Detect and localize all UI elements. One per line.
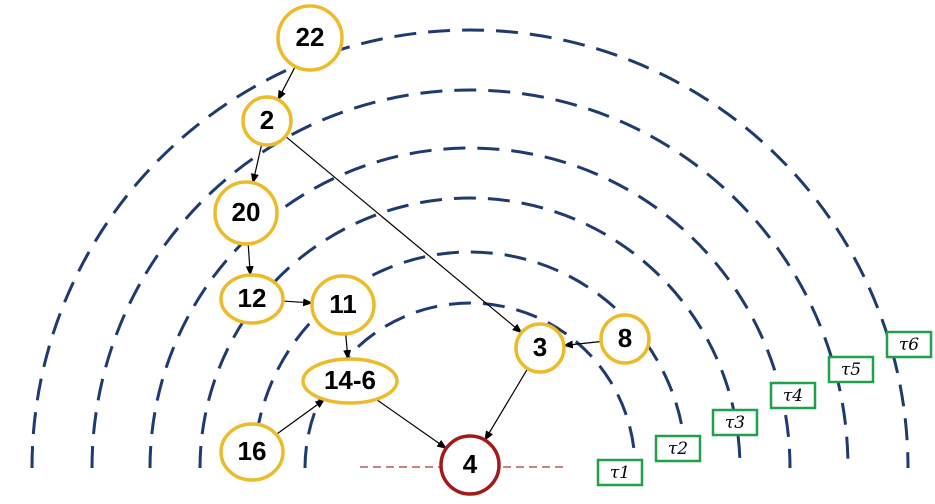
edge-n12-to-n11 [282,298,314,307]
node-shape-n2 [241,95,293,147]
node-shape-n3 [514,322,566,374]
level-text-tau3: τ3 [725,413,745,433]
edge-n16-to-n14-6 [275,398,326,435]
level-box-tau1 [596,458,644,487]
node-label-n14-6: 14-6 [324,365,376,395]
node-label-n22: 22 [296,22,325,52]
edge-n8-to-n3 [562,340,602,349]
node-label-n20: 20 [232,197,261,227]
level-text-tau1: τ1 [610,463,630,483]
level-text-tau2: τ2 [668,439,688,459]
level-arc-tau5 [90,88,850,469]
node-shape-n8 [599,313,651,365]
level-label-tau6: τ6 [885,330,933,359]
node-n3: 3 [514,322,566,374]
edge-n20-to-n12 [245,243,254,277]
level-label-tau5: τ5 [827,355,875,384]
edge-n22-to-n2 [277,66,296,101]
node-shape-n20 [213,180,279,246]
node-label-n3: 3 [533,332,547,362]
node-n8: 8 [599,313,651,365]
edge-n2-to-n20 [251,144,263,184]
level-arc-tau4 [148,146,792,469]
level-arc-tau6 [30,28,910,469]
node-label-n12: 12 [238,283,267,313]
level-label-tau1: τ1 [596,458,644,487]
node-shape-n11 [310,274,376,336]
node-label-n4: 4 [463,449,478,479]
level-arc-tau2 [252,250,688,469]
level-label-tau4: τ4 [769,381,817,410]
level-text-tau6: τ6 [899,335,919,355]
node-shape-n4 [439,434,501,496]
node-label-n16: 16 [238,436,267,466]
node-label-n2: 2 [260,105,274,135]
node-label-n11: 11 [329,289,357,319]
edge-n3-to-n4 [484,368,529,441]
level-arc-tau3 [198,196,742,469]
node-n11: 11 [310,274,376,336]
level-box-tau5 [827,355,875,384]
level-box-tau4 [769,381,817,410]
edges [245,66,602,449]
node-shape-n14-6 [301,357,399,405]
node-n14-6: 14-6 [301,357,399,405]
concentric-arcs [30,28,910,469]
node-n22: 22 [276,4,344,72]
level-text-tau4: τ4 [783,386,803,406]
node-n16: 16 [219,422,285,482]
level-labels: τ1 τ2 τ3 τ4 τ5 τ6 [596,330,933,487]
level-label-tau2: τ2 [654,434,702,463]
level-box-tau3 [711,408,759,437]
node-n2: 2 [241,95,293,147]
edge-n2-to-n3 [285,135,523,334]
node-n4: 4 [439,434,501,496]
level-text-tau5: τ5 [841,360,861,380]
edge-n11-to-n14-6 [343,333,352,361]
node-shape-n16 [219,422,285,482]
node-n12: 12 [219,273,285,325]
node-n20: 20 [213,180,279,246]
edge-n14-6-to-n4 [375,398,448,449]
level-label-tau3: τ3 [711,408,759,437]
node-shape-n12 [219,273,285,325]
node-shape-n22 [276,4,344,72]
level-box-tau6 [885,330,933,359]
level-box-tau2 [654,434,702,463]
node-label-n8: 8 [618,323,632,353]
